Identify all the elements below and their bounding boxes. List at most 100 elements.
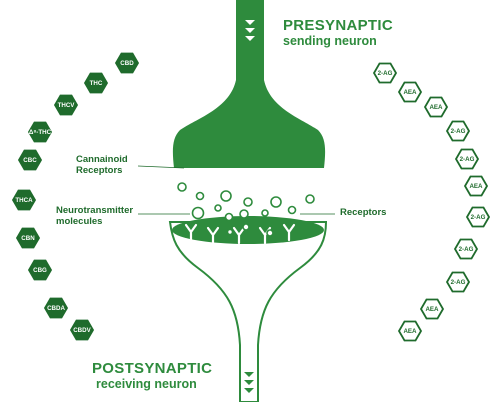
- hexagon-label: 2-AG: [378, 70, 393, 77]
- hexagon-label: THC: [90, 80, 103, 87]
- postsynaptic-subtitle: receiving neuron: [96, 377, 197, 391]
- receptors: [184, 223, 296, 245]
- cannabinoid-hexagon: CBG: [27, 259, 53, 281]
- hexagon-label: 2-AG: [459, 246, 474, 253]
- endocannabinoid-hexagon: AEA: [463, 175, 489, 197]
- endocannabinoid-hexagon: 2-AG: [445, 271, 471, 293]
- hexagon-shape: [372, 62, 398, 84]
- molecule: [243, 197, 253, 207]
- receptor: [184, 223, 198, 242]
- hexagon-shape: [445, 271, 471, 293]
- cannabinoid-receptors-label-line2: Receptors: [76, 165, 122, 176]
- cannabinoid-receptors-label-line1: Cannainoid: [76, 154, 128, 165]
- hexagon-label: AEA: [403, 328, 417, 335]
- hexagon-shape: [114, 52, 140, 74]
- endocannabinoid-hexagon: 2-AG: [453, 238, 479, 260]
- hexagon-shape: [11, 189, 37, 211]
- molecule: [214, 204, 222, 212]
- hexagon-shape: [43, 297, 69, 319]
- leader-lines: [137, 165, 335, 215]
- molecule: [287, 205, 297, 215]
- molecule: [239, 209, 249, 219]
- hexagon-label: CBN: [21, 235, 35, 242]
- hexagon-shape: [445, 120, 471, 142]
- molecule: [177, 182, 187, 192]
- endocannabinoid-hexagon: 2-AG: [465, 206, 491, 228]
- hexagon-shape: [83, 72, 109, 94]
- postsynaptic-title: POSTSYNAPTIC: [92, 360, 212, 377]
- hexagon-label: CBC: [23, 157, 37, 164]
- neurotransmitter-label-line1: Neurotransmitter: [56, 205, 133, 216]
- receptor: [206, 226, 220, 245]
- hexagon-shape: [465, 206, 491, 228]
- molecule: [226, 228, 234, 236]
- cannabinoid-hexagon: THCV: [53, 94, 79, 116]
- cannabinoid-hexagon: THC: [83, 72, 109, 94]
- hexagon-shape: [27, 121, 53, 143]
- hexagon-shape: [397, 81, 423, 103]
- cannabinoid-hexagon: CBDA: [43, 297, 69, 319]
- endocannabinoid-hexagon: AEA: [423, 96, 449, 118]
- hexagon-shape: [17, 149, 43, 171]
- hexagon-label: 2-AG: [451, 279, 466, 286]
- hexagon-label: 2-AG: [471, 214, 486, 221]
- endocannabinoid-hexagons: 2-AG AEA AEA 2-AG 2-AG AEA 2-AG 2-AG 2-AG AEA AEA: [372, 62, 491, 342]
- hexagon-shape: [463, 175, 489, 197]
- hexagon-shape: [453, 238, 479, 260]
- receptor: [232, 226, 246, 245]
- hexagon-label: CBG: [33, 267, 47, 274]
- hexagon-label: THCA: [15, 197, 33, 204]
- molecule: [224, 212, 234, 222]
- hexagon-label: CBDV: [73, 327, 91, 334]
- hexagon-shape: [454, 148, 480, 170]
- presynaptic-neuron: [172, 0, 326, 168]
- presynaptic-arrows: [245, 20, 255, 41]
- hexagon-label: AEA: [425, 306, 439, 313]
- neurotransmitter-molecules: [177, 182, 315, 237]
- hexagon-label: Δ⁸-THC: [29, 129, 52, 136]
- endocannabinoid-hexagon: 2-AG: [445, 120, 471, 142]
- hexagon-label: CBD: [120, 60, 134, 67]
- molecule: [261, 209, 269, 217]
- endocannabinoid-hexagon: 2-AG: [372, 62, 398, 84]
- hexagon-label: 2-AG: [451, 128, 466, 135]
- cannabinoid-hexagon: CBC: [17, 149, 43, 171]
- hexagon-shape: [53, 94, 79, 116]
- endocannabinoid-hexagon: 2-AG: [454, 148, 480, 170]
- molecule: [195, 191, 205, 201]
- postsynaptic-arrows: [244, 372, 254, 393]
- cannabinoid-hexagon: CBDV: [69, 319, 95, 341]
- hexagon-label: AEA: [429, 104, 443, 111]
- cannabinoid-hexagon: CBD: [114, 52, 140, 74]
- cannabinoid-hexagon: Δ⁸-THC: [27, 121, 53, 143]
- molecule: [266, 229, 274, 237]
- molecule: [220, 190, 232, 202]
- molecule: [305, 194, 315, 204]
- presynaptic-subtitle: sending neuron: [283, 34, 377, 48]
- hexagon-shape: [397, 320, 423, 342]
- hexagon-shape: [15, 227, 41, 249]
- cannabinoid-hexagon: CBN: [15, 227, 41, 249]
- presynaptic-title: PRESYNAPTIC: [283, 17, 393, 34]
- hexagon-shape: [27, 259, 53, 281]
- hexagon-shape: [69, 319, 95, 341]
- receptor: [282, 223, 296, 242]
- endocannabinoid-hexagon: AEA: [397, 320, 423, 342]
- hexagon-label: 2-AG: [460, 156, 475, 163]
- postsynaptic-neuron: [168, 221, 328, 402]
- endocannabinoid-hexagon: AEA: [397, 81, 423, 103]
- neurotransmitter-label-line2: molecules: [56, 216, 102, 227]
- hexagon-shape: [423, 96, 449, 118]
- molecule: [270, 196, 282, 208]
- endocannabinoid-hexagon: AEA: [419, 298, 445, 320]
- molecule: [242, 223, 250, 231]
- hexagon-label: CBDA: [47, 305, 65, 312]
- cannabinoid-hexagon: THCA: [11, 189, 37, 211]
- receptors-label: Receptors: [340, 207, 386, 218]
- hexagon-label: THCV: [58, 102, 76, 109]
- hexagon-label: AEA: [469, 183, 483, 190]
- hexagon-label: AEA: [403, 89, 417, 96]
- molecule: [191, 206, 205, 220]
- cannabinoid-hexagons: CBD THC THCV Δ⁸-THC CBC THCA CBN CBG CBDA CBDV: [11, 52, 140, 341]
